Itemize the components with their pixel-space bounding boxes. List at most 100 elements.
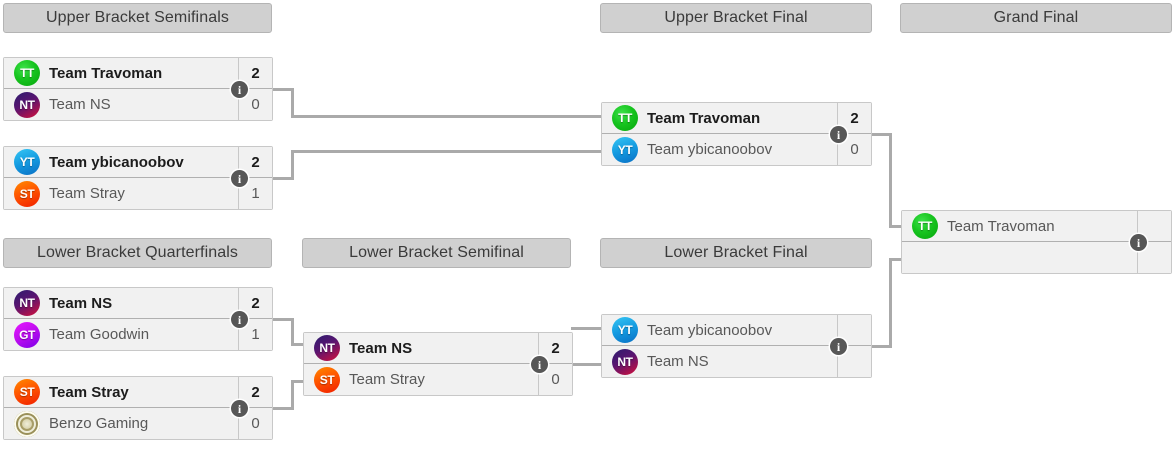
team-travoman-logo: TT xyxy=(14,60,40,86)
connector-ubsf1-out xyxy=(272,88,294,91)
team-name: Benzo Gaming xyxy=(49,415,149,432)
match-info-icon[interactable]: i xyxy=(231,81,248,98)
match-row[interactable]: TT Team Travoman xyxy=(902,211,1171,242)
team-name: Team NS xyxy=(49,294,113,312)
match-upper-bracket-final[interactable]: TT Team Travoman 2 YT Team ybicanoobov 0… xyxy=(601,102,872,166)
round-header-upper-bracket-semifinals: Upper Bracket Semifinals xyxy=(3,3,272,33)
team-name: Team Stray xyxy=(49,185,125,202)
connector-ubf-drop xyxy=(889,133,892,228)
team-name: Team ybicanoobov xyxy=(49,153,184,171)
team-name: Team NS xyxy=(349,339,413,357)
connector-lbqf2-in xyxy=(291,380,304,383)
team-score xyxy=(1137,242,1171,273)
team-name: Team NS xyxy=(49,96,111,113)
team-name: Team Travoman xyxy=(947,217,1055,235)
team-score: 2 xyxy=(238,58,272,88)
round-header-lower-bracket-final: Lower Bracket Final xyxy=(600,238,872,268)
match-row[interactable]: ST Team Stray 1 xyxy=(4,178,272,209)
round-header-label: Lower Bracket Final xyxy=(664,244,808,261)
match-info-icon[interactable]: i xyxy=(231,400,248,417)
team-stray-logo: ST xyxy=(314,366,340,393)
match-info-icon[interactable]: i xyxy=(830,126,847,143)
team-ns-logo: NT xyxy=(612,348,638,375)
team-name: Team ybicanoobov xyxy=(647,321,773,339)
match-upper-bracket-semifinal-1[interactable]: TT Team Travoman 2 NT Team NS 0 i xyxy=(3,57,273,121)
connector-lbf-top-in xyxy=(571,327,601,330)
connector-lbqf2-rise xyxy=(291,380,294,410)
connector-ubsf1-in xyxy=(291,115,601,118)
round-header-label: Upper Bracket Semifinals xyxy=(46,9,229,26)
team-score: 1 xyxy=(238,319,272,350)
connector-lbf-in xyxy=(889,258,902,261)
team-score xyxy=(837,315,871,345)
connector-ubf-in xyxy=(889,225,902,228)
team-name: Team Stray xyxy=(49,383,129,401)
team-score xyxy=(1137,211,1171,241)
team-score: 0 xyxy=(238,408,272,439)
team-stray-logo: ST xyxy=(14,379,40,405)
match-lower-bracket-quarterfinal-2[interactable]: ST Team Stray 2 Benzo Gaming 0 i xyxy=(3,376,273,440)
connector-lbf-rise xyxy=(889,258,892,348)
team-name: Team Travoman xyxy=(647,109,761,127)
team-score: 2 xyxy=(538,333,572,363)
team-travoman-logo: TT xyxy=(912,213,938,239)
match-lower-bracket-final[interactable]: YT Team ybicanoobov NT Team NS i xyxy=(601,314,872,378)
connector-lbqf1-in xyxy=(291,343,304,346)
connector-lbqf2-out xyxy=(272,407,294,410)
match-info-icon[interactable]: i xyxy=(231,170,248,187)
match-row[interactable]: YT Team ybicanoobov 0 xyxy=(602,134,871,165)
match-row[interactable]: ST Team Stray 0 xyxy=(304,364,572,395)
team-score xyxy=(837,346,871,377)
match-row[interactable]: NT Team NS 2 xyxy=(4,288,272,319)
match-info-icon[interactable]: i xyxy=(1130,234,1147,251)
team-ns-logo: NT xyxy=(314,335,340,361)
team-score: 2 xyxy=(238,288,272,318)
connector-ubsf2-out xyxy=(272,177,294,180)
team-name: Team Stray xyxy=(349,371,425,388)
team-ybicanoobov-logo: YT xyxy=(612,136,638,163)
match-grand-final[interactable]: TT Team Travoman i xyxy=(901,210,1172,274)
team-score: 0 xyxy=(538,364,572,395)
team-travoman-logo: TT xyxy=(612,105,638,131)
match-row[interactable]: GT Team Goodwin 1 xyxy=(4,319,272,350)
connector-ubsf2-rise xyxy=(291,150,294,180)
match-row[interactable]: NT Team NS 2 xyxy=(304,333,572,364)
team-score: 2 xyxy=(238,377,272,407)
match-info-icon[interactable]: i xyxy=(531,356,548,373)
match-row[interactable]: TT Team Travoman 2 xyxy=(602,103,871,134)
team-score: 0 xyxy=(238,89,272,120)
match-row[interactable]: YT Team ybicanoobov xyxy=(602,315,871,346)
match-row[interactable]: Benzo Gaming 0 xyxy=(4,408,272,439)
match-lower-bracket-quarterfinal-1[interactable]: NT Team NS 2 GT Team Goodwin 1 i xyxy=(3,287,273,351)
round-header-lower-bracket-semifinal: Lower Bracket Semifinal xyxy=(302,238,571,268)
team-ybicanoobov-logo: YT xyxy=(612,317,638,343)
team-name: Team NS xyxy=(647,353,709,370)
match-info-icon[interactable]: i xyxy=(830,338,847,355)
team-goodwin-logo: GT xyxy=(14,321,40,348)
team-score: 0 xyxy=(837,134,871,165)
match-row[interactable] xyxy=(902,242,1171,273)
connector-ubsf2-in xyxy=(291,150,601,153)
team-score: 2 xyxy=(238,147,272,177)
team-ybicanoobov-logo: YT xyxy=(14,149,40,175)
team-score: 2 xyxy=(837,103,871,133)
match-row[interactable]: ST Team Stray 2 xyxy=(4,377,272,408)
connector-lbsf-out xyxy=(571,363,601,366)
team-score: 1 xyxy=(238,178,272,209)
match-upper-bracket-semifinal-2[interactable]: YT Team ybicanoobov 2 ST Team Stray 1 i xyxy=(3,146,273,210)
match-row[interactable]: TT Team Travoman 2 xyxy=(4,58,272,89)
round-header-label: Lower Bracket Semifinal xyxy=(349,244,524,261)
round-header-grand-final: Grand Final xyxy=(900,3,1172,33)
match-row[interactable]: NT Team NS 0 xyxy=(4,89,272,120)
match-row[interactable]: NT Team NS xyxy=(602,346,871,377)
connector-lbqf1-out xyxy=(272,318,294,321)
match-row[interactable]: YT Team ybicanoobov 2 xyxy=(4,147,272,178)
round-header-label: Grand Final xyxy=(993,9,1079,26)
match-lower-bracket-semifinal[interactable]: NT Team NS 2 ST Team Stray 0 i xyxy=(303,332,573,396)
connector-lbf-out xyxy=(872,345,892,348)
match-info-icon[interactable]: i xyxy=(231,311,248,328)
team-name: Team Travoman xyxy=(49,64,163,82)
round-header-lower-bracket-quarterfinals: Lower Bracket Quarterfinals xyxy=(3,238,272,268)
round-header-upper-bracket-final: Upper Bracket Final xyxy=(600,3,872,33)
